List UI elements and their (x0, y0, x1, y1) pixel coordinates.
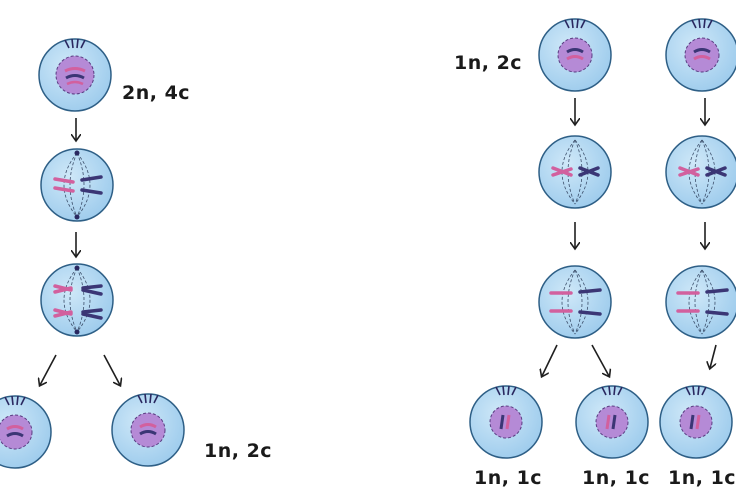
daughter-cell-right (111, 393, 185, 467)
label-gamete-2: 1n, 1c (582, 467, 651, 489)
meiosis2-metaphase-2 (665, 135, 736, 209)
meiosis-diagram (0, 18, 736, 469)
meiosis2-anaphase-2 (665, 265, 736, 339)
meiosis2-metaphase-1 (538, 135, 612, 209)
daughter-cell-left (0, 395, 52, 469)
meiosis2-cell-2 (665, 18, 736, 92)
label-meiosis1-products: 1n, 2c (204, 440, 273, 462)
gamete-cell-2 (575, 385, 649, 459)
metaphase-cell (40, 148, 114, 222)
label-meiosis2-input: 1n, 2c (454, 52, 523, 74)
label-gamete-3: 1n, 1c (668, 467, 736, 489)
arrows-meiosis1 (40, 118, 120, 385)
parent-cell (38, 38, 112, 112)
gamete-cell-1 (469, 385, 543, 459)
meiosis2-cell-1 (538, 18, 612, 92)
arrows-meiosis2 (542, 98, 717, 376)
gamete-cell-3 (659, 385, 733, 459)
anaphase-cell (40, 263, 114, 337)
meiosis2-anaphase-1 (538, 265, 612, 339)
label-gamete-1: 1n, 1c (474, 467, 543, 489)
label-parent-cell: 2n, 4c (122, 82, 191, 104)
